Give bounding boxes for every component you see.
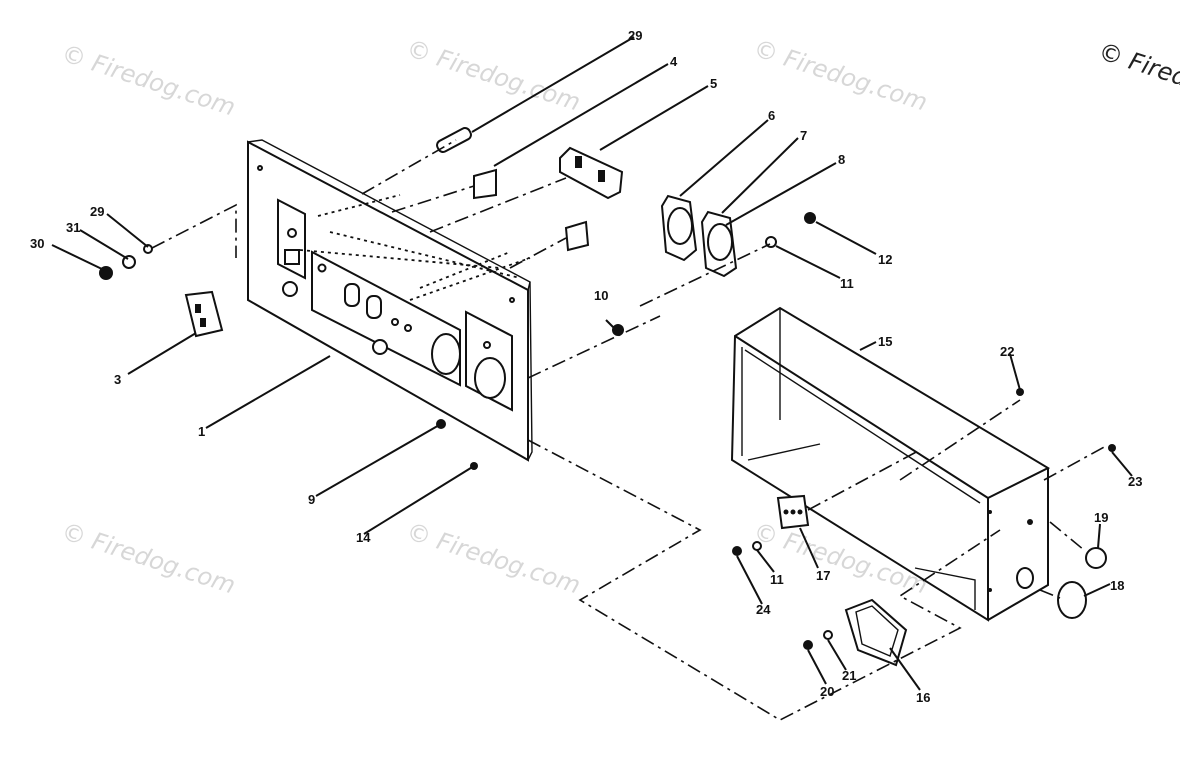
callout-11: 11 xyxy=(840,276,854,291)
watermark: © Firedog.com xyxy=(58,39,239,121)
switch-part-left xyxy=(564,220,590,252)
callout-7: 7 xyxy=(800,128,807,143)
callout-18: 18 xyxy=(1110,578,1124,593)
fuse-holder-part-29 xyxy=(436,127,472,153)
corner-watermark: © Fired xyxy=(1095,37,1180,92)
duplex-receptacle-part-5 xyxy=(559,146,624,200)
watermark: © Firedog.com xyxy=(403,517,584,599)
watermark: © Firedog.com xyxy=(58,517,239,599)
callout-3: 3 xyxy=(114,372,121,387)
breaker-part-3 xyxy=(184,290,224,338)
callout-30: 30 xyxy=(30,236,44,251)
switch-part-4 xyxy=(473,168,497,200)
callout-12: 12 xyxy=(878,252,892,267)
callout-8: 8 xyxy=(838,152,845,167)
watermarks: © Firedog.com © Firedog.com © Firedog.co… xyxy=(58,34,1180,599)
callout-1: 1 xyxy=(198,424,205,439)
callout-5: 5 xyxy=(710,76,717,91)
callout-29: 29 xyxy=(90,204,104,219)
callout-24: 24 xyxy=(756,602,771,617)
callout-14: 14 xyxy=(356,530,371,545)
leader-lines xyxy=(51,36,1133,691)
callout-17: 17 xyxy=(816,568,830,583)
terminal-block-part-17 xyxy=(776,494,810,530)
hardware-nuts xyxy=(99,212,1116,650)
callout-23: 23 xyxy=(1128,474,1142,489)
callout-20: 20 xyxy=(820,684,834,699)
callout-labels: 29 4 5 6 7 8 12 11 10 29 31 30 3 1 9 14 … xyxy=(30,28,1142,705)
control-panel xyxy=(247,139,533,462)
twist-lock-receptacle-part-6 xyxy=(660,194,698,262)
callout-10: 10 xyxy=(594,288,608,303)
callout-21: 21 xyxy=(842,668,856,683)
callout-31: 31 xyxy=(66,220,80,235)
twist-lock-receptacle-part-7 xyxy=(700,210,738,278)
callout-4: 4 xyxy=(670,54,678,69)
enclosure-box xyxy=(730,306,1051,622)
callout-29: 29 xyxy=(628,28,642,43)
watermark: © Firedog.com xyxy=(403,34,584,116)
cover-plate-part-16 xyxy=(844,598,908,667)
assembly-lines xyxy=(151,139,1107,721)
callout-6: 6 xyxy=(768,108,775,123)
callout-15: 15 xyxy=(878,334,892,349)
callout-16: 16 xyxy=(916,690,930,705)
callout-22: 22 xyxy=(1000,344,1014,359)
callout-9: 9 xyxy=(308,492,315,507)
watermark: © Firedog.com xyxy=(750,34,931,116)
callout-11: 11 xyxy=(770,572,784,587)
callout-19: 19 xyxy=(1094,510,1108,525)
